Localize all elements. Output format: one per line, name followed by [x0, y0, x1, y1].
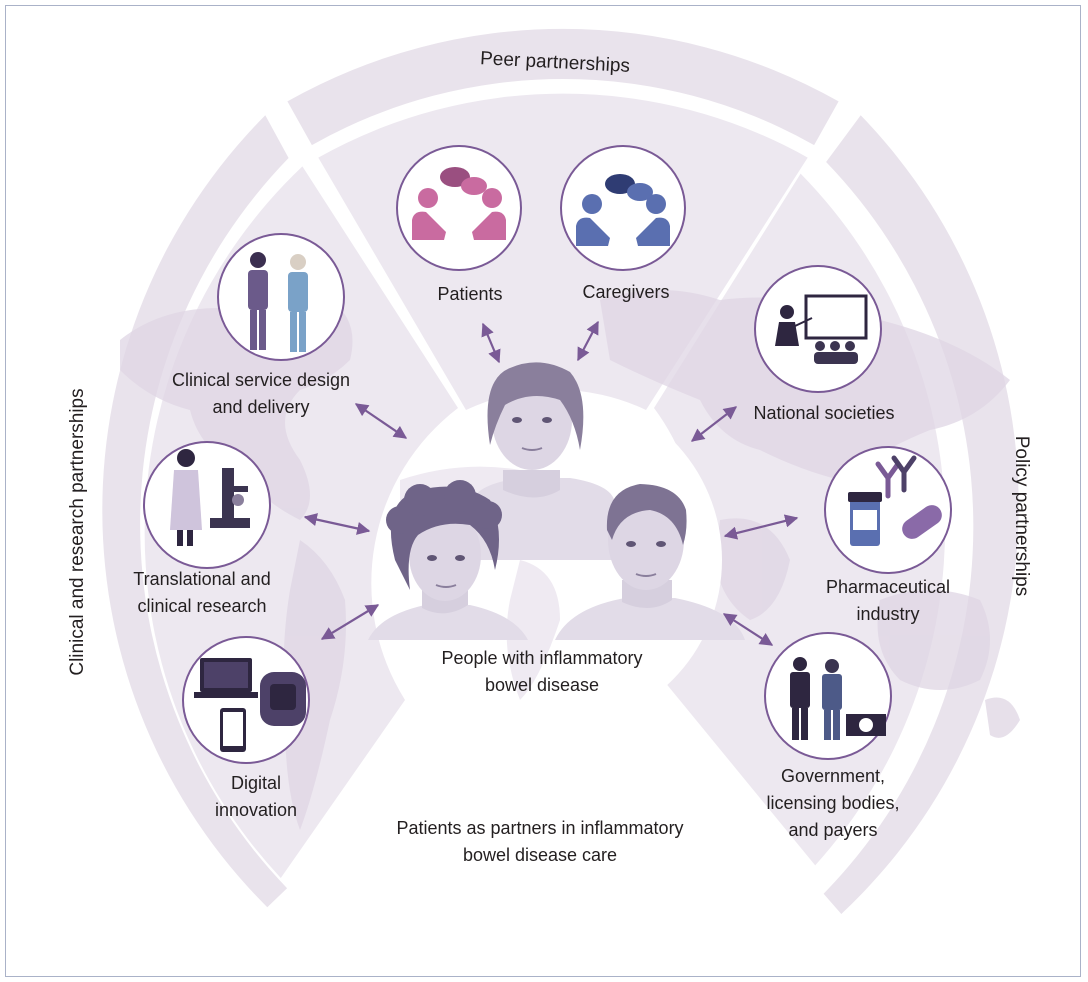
patients-chat-icon — [412, 167, 506, 240]
arrow-national — [690, 406, 738, 442]
translational-line2: clinical research — [137, 596, 267, 616]
clinical-band — [102, 115, 289, 908]
clinicians-icon — [248, 252, 308, 352]
government-line3: and payers — [788, 820, 878, 840]
digital-line1: Digital — [230, 773, 282, 793]
clinical-service-circle — [217, 233, 345, 361]
pill-antibody-icon — [848, 455, 942, 546]
center-label: People with inflammatory bowel disease — [441, 645, 642, 699]
arrow-pharma — [723, 514, 799, 540]
national-text: National societies — [753, 403, 895, 423]
policy-band — [823, 115, 1019, 915]
caption-line2: bowel disease care — [462, 845, 618, 865]
researcher-microscope-icon — [170, 449, 250, 546]
national-label: National societies — [753, 400, 894, 427]
figure-frame — [5, 5, 1081, 977]
government-line2: licensing bodies, — [766, 793, 900, 813]
patients-text: Patients — [437, 284, 503, 304]
diagram-caption: Patients as partners in inflammatory bow… — [396, 815, 683, 869]
digital-label: Digital innovation — [215, 770, 297, 824]
pharma-line2: industry — [856, 604, 920, 624]
government-line1: Government, — [780, 766, 886, 786]
center-people-illustration — [368, 362, 745, 640]
government-label: Government, licensing bodies, and payers — [766, 763, 899, 844]
digital-line2: innovation — [214, 800, 298, 820]
clinical-service-line1: Clinical service design — [171, 370, 351, 390]
laptop-phone-watch-icon — [194, 658, 306, 752]
center-label-line2: bowel disease — [484, 675, 600, 695]
clinical-service-line2: and delivery — [212, 397, 310, 417]
person-man-right — [555, 484, 745, 640]
arrow-clinical-service — [354, 403, 408, 439]
arrow-translational — [303, 513, 371, 535]
caregivers-circle — [560, 145, 686, 271]
caregivers-text: Caregivers — [582, 282, 670, 302]
patients-circle — [396, 145, 522, 271]
center-label-line1: People with inflammatory — [441, 648, 643, 668]
peer-band — [287, 28, 839, 146]
caption-line1: Patients as partners in inflammatory — [396, 818, 684, 838]
arrow-digital — [320, 604, 380, 640]
clinical-research-partnerships-label: Clinical and research partnerships — [67, 388, 88, 676]
arrow-patients — [481, 322, 501, 364]
sector-bands — [102, 28, 1019, 915]
caregivers-chat-icon — [576, 174, 670, 246]
caregivers-label: Caregivers — [582, 279, 669, 306]
policy-partnerships-label: Policy partnerships — [1011, 435, 1032, 597]
patients-label: Patients — [437, 281, 502, 308]
arrow-caregivers — [577, 320, 599, 362]
teacher-board-icon — [775, 294, 868, 364]
pharma-line1: Pharmaceutical — [825, 577, 951, 597]
translational-line1: Translational and — [133, 569, 271, 589]
officials-money-icon — [790, 657, 886, 740]
person-woman-top — [472, 362, 615, 560]
person-woman-left — [368, 480, 528, 640]
translational-label: Translational and clinical research — [133, 566, 270, 620]
connector-arrows — [303, 320, 799, 646]
translational-circle — [143, 441, 271, 569]
clinical-service-label: Clinical service design and delivery — [172, 367, 350, 421]
arrow-government — [722, 613, 774, 646]
pharma-label: Pharmaceutical industry — [826, 574, 950, 628]
